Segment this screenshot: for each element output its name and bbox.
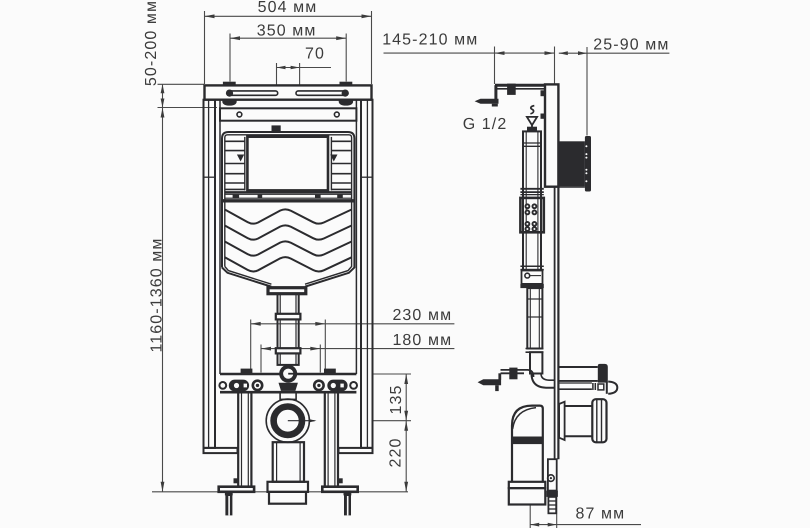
svg-text:25-90 мм: 25-90 мм <box>593 37 669 54</box>
svg-text:145-210 мм: 145-210 мм <box>382 31 478 48</box>
svg-text:G 1/2: G 1/2 <box>463 116 508 133</box>
svg-text:50-200 мм: 50-200 мм <box>143 0 160 86</box>
svg-text:230 мм: 230 мм <box>392 307 452 324</box>
svg-text:350 мм: 350 мм <box>257 22 317 39</box>
svg-text:180 мм: 180 мм <box>392 332 452 349</box>
svg-text:220: 220 <box>388 438 405 468</box>
svg-text:70: 70 <box>305 46 325 63</box>
svg-text:135: 135 <box>388 385 405 415</box>
svg-text:504 мм: 504 мм <box>258 0 318 16</box>
svg-text:87 мм: 87 мм <box>576 506 626 523</box>
svg-text:1160-1360 мм: 1160-1360 мм <box>149 238 166 353</box>
